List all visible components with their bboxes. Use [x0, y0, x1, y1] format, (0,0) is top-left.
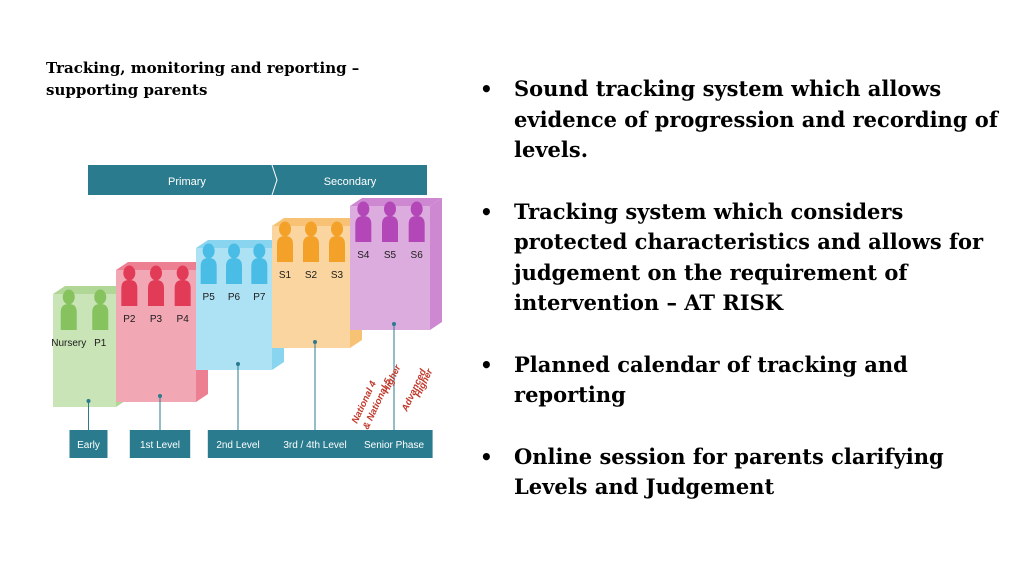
- phase-label-secondary: Secondary: [324, 176, 377, 188]
- person-icon: [150, 265, 162, 281]
- year-label: P2: [123, 314, 136, 325]
- bullet-icon: •: [480, 444, 493, 469]
- level-connector-dot: [313, 340, 317, 344]
- year-label: P3: [150, 314, 163, 325]
- person-icon: [202, 243, 215, 259]
- stage-block-side: [430, 198, 442, 330]
- year-label: S2: [305, 270, 318, 281]
- person-icon: [305, 221, 317, 237]
- year-label: S3: [331, 270, 344, 281]
- level-connector-dot: [392, 322, 396, 326]
- level-box: [207, 430, 269, 458]
- phase-bar-primary: [88, 165, 277, 195]
- slide-title: Tracking, monitoring and reporting – sup…: [46, 59, 360, 99]
- person-icon: [384, 201, 396, 217]
- person-icon-body: [92, 304, 109, 330]
- year-label: S1: [279, 270, 292, 281]
- year-label: P6: [228, 292, 241, 303]
- year-label: P7: [253, 292, 266, 303]
- year-label: S5: [384, 250, 397, 261]
- person-icon-body: [121, 280, 138, 306]
- person-icon-body: [303, 236, 319, 262]
- level-box: [129, 430, 191, 458]
- person-icon: [176, 265, 189, 281]
- year-label: P5: [203, 292, 216, 303]
- level-connector-dot: [158, 394, 162, 398]
- person-icon-body: [200, 258, 217, 284]
- person-icon: [410, 201, 423, 217]
- person-icon-body: [148, 280, 164, 306]
- person-icon-body: [355, 216, 372, 242]
- person-icon-body: [408, 216, 425, 242]
- person-icon-body: [60, 304, 77, 330]
- bullet-item: • Sound tracking system which allows evid…: [480, 74, 1000, 166]
- bullet-icon: •: [480, 199, 493, 224]
- bullet-text: Planned calendar of tracking and reporti…: [514, 351, 908, 408]
- person-icon-body: [277, 236, 293, 262]
- person-icon-body: [226, 258, 242, 284]
- phase-divider: [271, 164, 278, 196]
- bullet-list: • Sound tracking system which allows evid…: [480, 74, 1000, 534]
- phase-bar-secondary: [272, 165, 427, 195]
- level-label: 1st Level: [140, 440, 180, 451]
- person-icon: [357, 201, 370, 217]
- person-icon: [331, 221, 343, 237]
- person-icon: [253, 243, 266, 259]
- bullet-item: • Tracking system which considers protect…: [480, 197, 1000, 319]
- bullet-item: • Online session for parents clarifying L…: [480, 442, 1000, 503]
- level-box: [355, 430, 433, 458]
- person-icon-body: [329, 236, 345, 262]
- bullet-icon: •: [480, 352, 493, 377]
- bullet-icon: •: [480, 77, 493, 101]
- person-icon-body: [382, 216, 398, 242]
- level-label: Senior Phase: [364, 440, 424, 451]
- person-icon: [123, 265, 136, 281]
- level-connector-dot: [86, 399, 91, 403]
- year-label: P4: [177, 314, 190, 325]
- level-label: 2nd Level: [216, 440, 259, 451]
- person-icon: [228, 243, 240, 259]
- level-box: [69, 430, 108, 458]
- year-label: S4: [357, 250, 370, 261]
- phase-label-primary: Primary: [168, 176, 206, 188]
- level-box: [268, 430, 362, 458]
- level-connector-dot: [236, 362, 240, 366]
- person-icon: [94, 289, 107, 305]
- person-icon-body: [251, 258, 268, 284]
- person-icon: [279, 221, 291, 237]
- bullet-text: Online session for parents clarifying Le…: [514, 443, 944, 500]
- bullet-item: • Planned calendar of tracking and report…: [480, 350, 1000, 411]
- bullet-text: Sound tracking system which allows evide…: [514, 76, 998, 162]
- person-icon-body: [174, 280, 191, 306]
- year-label: P1: [94, 338, 107, 349]
- level-label: Early: [77, 440, 100, 451]
- level-label: 3rd / 4th Level: [283, 440, 346, 451]
- year-label: Nursery: [51, 338, 86, 349]
- person-icon: [62, 289, 75, 305]
- bullet-text: Tracking system which considers protecte…: [514, 198, 984, 316]
- year-label: S6: [411, 250, 424, 261]
